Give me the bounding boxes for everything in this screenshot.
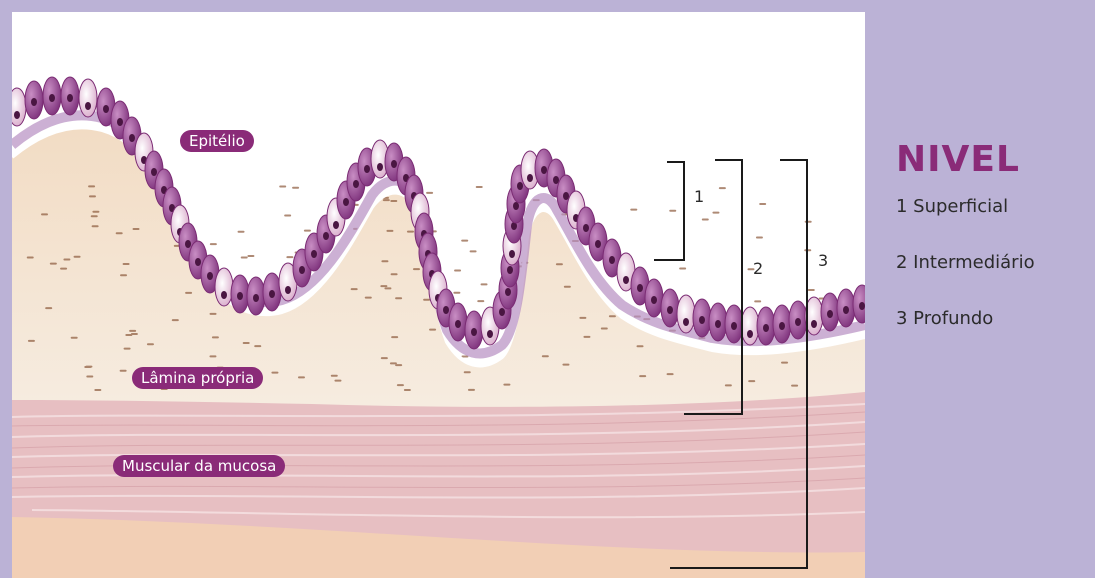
mucosa-diagram: 1 2 3 [12, 12, 865, 578]
legend-item-intermediario: 2 Intermediário [896, 252, 1086, 274]
legend-item-profundo: 3 Profundo [896, 308, 1086, 330]
legend-item-superficial: 1 Superficial [896, 196, 1086, 218]
legend-title: NIVEL [896, 140, 1086, 180]
muscularis-mucosae-label: Muscular da mucosa [113, 455, 285, 477]
level-legend: NIVEL 1 Superficial 2 Intermediário 3 Pr… [896, 140, 1086, 364]
bracket-label-3: 3 [818, 251, 828, 270]
lamina-propria-label: Lâmina própria [132, 367, 263, 389]
bracket-1 [654, 162, 684, 260]
bracket-label-1: 1 [694, 187, 704, 206]
bracket-label-2: 2 [753, 259, 763, 278]
diagram-panel: 1 2 3 Epitélio Lâmina própria Muscular d… [12, 12, 865, 578]
epithelium-label: Epitélio [180, 130, 254, 152]
